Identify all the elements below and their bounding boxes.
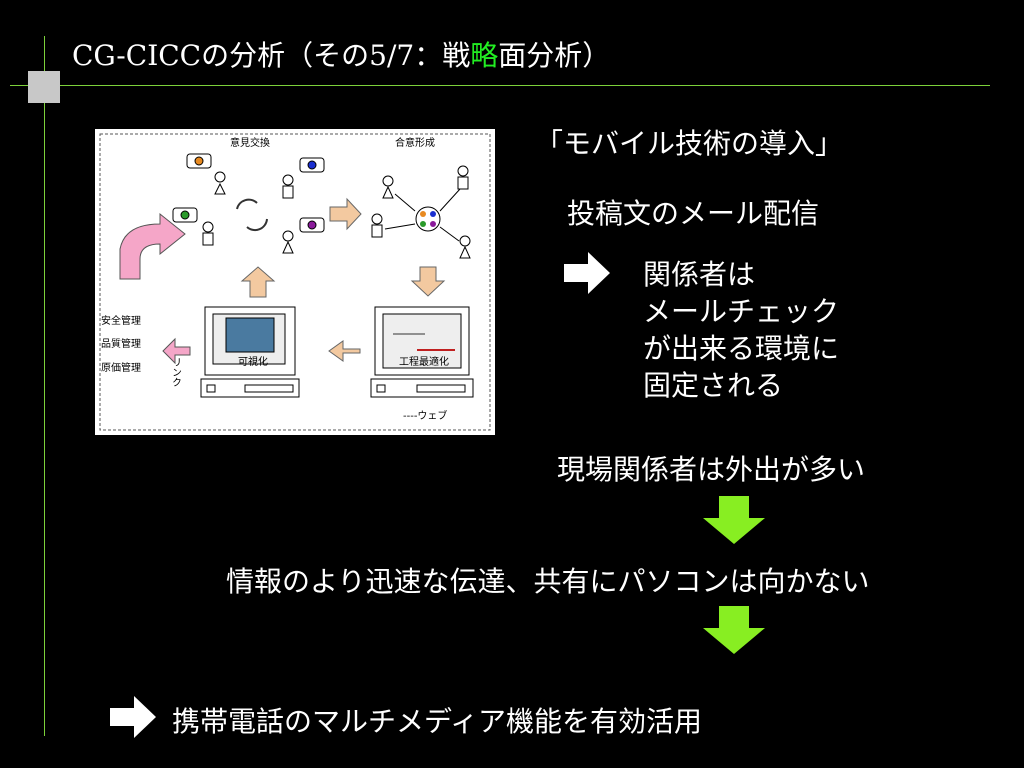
vertical-guide-line	[44, 36, 45, 736]
arrow-down-tan	[410, 266, 446, 297]
label-process: 工程最適化	[399, 355, 449, 368]
label-cost: 原価管理	[101, 361, 141, 374]
horizontal-guide-line	[10, 85, 990, 86]
title-part1: の分析（その	[201, 39, 370, 72]
right-arrow-icon	[564, 252, 610, 294]
arrow-right-tan	[329, 197, 362, 231]
label-visualize: 可視化	[238, 355, 268, 368]
workflow-diagram-svg: 意見交換 合意形成 安全管理 品質管理 原価管理 ----ウェブ リンク	[99, 133, 491, 431]
title-number: 5/7	[369, 39, 415, 72]
down-arrow-icon	[703, 606, 765, 654]
conclusion: 携帯電話のマルチメディア機能を有効活用	[172, 705, 703, 738]
label-link: リンク	[170, 357, 181, 387]
email-environment-text: 関係者は メールチェック が出来る環境に 固定される	[643, 256, 839, 404]
corner-square	[28, 71, 60, 103]
title-part2: ：戦	[414, 39, 471, 72]
label-opinion: 意見交換	[230, 136, 270, 149]
label-quality: 品質管理	[101, 337, 141, 350]
point-field-outside: 現場関係者は外出が多い	[557, 453, 866, 486]
exchange-cycle-icon	[236, 198, 268, 232]
workflow-diagram: 意見交換 合意形成 安全管理 品質管理 原価管理 ----ウェブ リンク	[95, 129, 495, 435]
point-pc-unsuitable: 情報のより迅速な伝達、共有にパソコンは向かない	[226, 565, 870, 598]
right-arrow-icon	[110, 696, 156, 738]
subtitle: 「モバイル技術の導入」	[535, 127, 844, 160]
point-email-delivery: 投稿文のメール配信	[567, 197, 820, 230]
title-part3: 面分析）	[498, 39, 611, 72]
arrow-up-tan	[240, 266, 276, 298]
line: が出来る環境に	[643, 332, 840, 365]
title-highlight: 略	[470, 39, 499, 72]
line: 固定される	[643, 369, 784, 402]
line: メールチェック	[643, 295, 840, 328]
label-web: ----ウェブ	[403, 409, 447, 422]
label-consensus: 合意形成	[395, 136, 435, 149]
label-safety: 安全管理	[101, 314, 141, 327]
line: 関係者は	[643, 258, 756, 291]
arrow-left-pink	[162, 337, 191, 365]
arrow-curved-pink	[119, 212, 186, 280]
web-boundary	[99, 133, 491, 431]
title-latin: CG-CICC	[72, 39, 202, 72]
down-arrow-icon	[703, 496, 765, 544]
slide-title: CG-CICCの分析（その5/7：戦略面分析）	[72, 34, 610, 74]
arrow-left-tan	[328, 340, 361, 362]
